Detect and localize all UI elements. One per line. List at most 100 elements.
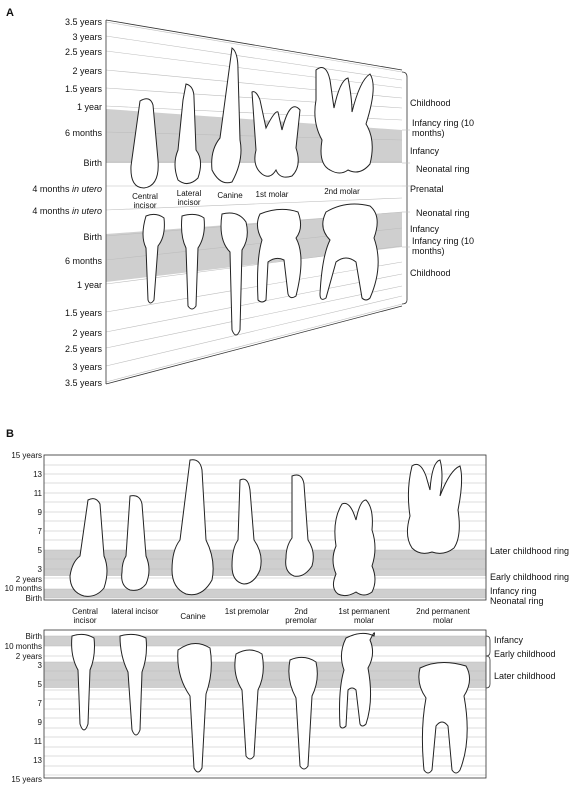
panel-a-lower-ticks: 4 months in utero Birth 6 months 1 year … xyxy=(32,206,102,388)
later-childhood-band-lower xyxy=(44,662,486,688)
panel-b-right-labels-lower: Infancy Early childhood Later childhood xyxy=(494,635,556,681)
tooth-name: 2nd molar xyxy=(324,187,360,196)
tick-label: 9 xyxy=(38,718,43,727)
lower-lateral-incisor-icon xyxy=(119,633,147,736)
panel-a-bracket xyxy=(401,71,408,305)
ring-label: Infancy ring xyxy=(490,586,537,596)
upper-first-premolar-icon xyxy=(231,478,262,585)
upper-first-molar-icon xyxy=(251,91,301,178)
upper-second-premolar-icon xyxy=(285,474,314,577)
tick-label: 6 months xyxy=(65,256,103,266)
tick-label: Birth xyxy=(26,594,42,603)
panel-a-tooth-names: Central incisor Lateral incisor Canine 1… xyxy=(132,187,360,210)
stage-label: Prenatal xyxy=(410,184,444,194)
tick-label: Birth xyxy=(83,232,102,242)
panel-b-label: B xyxy=(6,428,14,440)
tick-label: 10 months xyxy=(5,584,42,593)
tick-label: 9 xyxy=(38,508,43,517)
tick-label: 7 xyxy=(38,527,43,536)
panel-b: B 15 ye xyxy=(5,428,569,784)
lower-second-premolar-icon xyxy=(288,656,318,770)
lower-central-incisor-icon xyxy=(142,213,165,304)
tick-label: Birth xyxy=(83,158,102,168)
tick-label-in-utero: 4 months in utero xyxy=(32,184,102,194)
tooth-name: 1st molar xyxy=(256,190,289,199)
tick-label: 13 xyxy=(33,756,42,765)
tick-label: 13 xyxy=(33,470,42,479)
tick-label: 3 years xyxy=(72,32,102,42)
tick-label: 15 years xyxy=(11,451,42,460)
stage-label: Infancy xyxy=(494,635,524,645)
lower-second-molar-icon xyxy=(319,203,379,301)
tick-label: 11 xyxy=(34,737,43,746)
panel-a: A xyxy=(6,7,475,388)
infancy-band-lower xyxy=(44,636,486,646)
upper-lateral-incisor-icon xyxy=(121,495,150,591)
upper-first-molar-icon xyxy=(332,499,376,597)
tick-label: 2 years xyxy=(16,652,42,661)
tooth-name: Canine xyxy=(217,191,243,200)
stage-label: Infancy xyxy=(410,224,440,234)
tooth-name: 2nd permanent molar xyxy=(416,607,470,625)
lower-canine-icon xyxy=(177,643,212,773)
panel-b-lower-ticks: Birth 10 months 2 years 3 5 7 9 11 13 15… xyxy=(5,632,43,784)
panel-b-tooth-names: Central incisor lateral incisor Canine 1… xyxy=(72,607,470,625)
tick-label: 2 years xyxy=(16,575,42,584)
tick-label: 3 xyxy=(38,661,43,670)
tooth-name: 1st permanent molar xyxy=(338,607,390,625)
lower-central-incisor-icon xyxy=(71,633,95,731)
tick-label: 2 years xyxy=(72,328,102,338)
panel-a-label: A xyxy=(6,7,14,19)
tick-label: 5 xyxy=(38,546,43,555)
tooth-name: 2nd premolar xyxy=(285,607,317,625)
tick-label: 1 year xyxy=(77,102,102,112)
tooth-name: lateral incisor xyxy=(111,607,159,616)
stage-label: Infancy ring (10 months) xyxy=(412,236,475,256)
panel-a-right-labels: Childhood Infancy ring (10 months) Infan… xyxy=(410,98,475,278)
lower-lateral-incisor-icon xyxy=(181,213,205,310)
upper-canine-icon xyxy=(171,459,214,596)
stage-label: Neonatal ring xyxy=(416,208,470,218)
tick-label: 3 years xyxy=(72,362,102,372)
lower-canine-icon xyxy=(220,212,248,336)
tick-label: 1.5 years xyxy=(65,84,103,94)
tick-label: 5 xyxy=(38,680,43,689)
upper-central-incisor-icon xyxy=(69,498,108,597)
panel-a-top-edge xyxy=(105,19,403,71)
panel-b-grid xyxy=(44,454,486,776)
panel-a-bracket-ticks xyxy=(402,129,410,248)
lower-first-molar-icon xyxy=(256,208,302,303)
stage-label: Later childhood xyxy=(494,671,556,681)
panel-b-upper-teeth xyxy=(69,459,463,597)
tick-label: 1 year xyxy=(77,280,102,290)
tooth-name: Central incisor xyxy=(132,192,158,210)
stage-label: Neonatal ring xyxy=(416,164,470,174)
ring-label: Early childhood ring xyxy=(490,572,569,582)
tick-label: 3 xyxy=(38,565,43,574)
tick-label: 6 months xyxy=(65,128,103,138)
panel-a-bottom-edge xyxy=(105,305,403,385)
upper-second-molar-icon xyxy=(314,67,374,174)
later-childhood-band-upper xyxy=(44,550,486,576)
tooth-name: 1st premolar xyxy=(224,607,270,616)
upper-central-incisor-icon xyxy=(130,98,159,189)
tick-label: 7 xyxy=(38,699,43,708)
tick-label: Birth xyxy=(26,632,42,641)
tick-label: 2.5 years xyxy=(65,344,103,354)
stage-label: Childhood xyxy=(410,268,451,278)
tick-label-in-utero: 4 months in utero xyxy=(32,206,102,216)
tooth-name: Lateral incisor xyxy=(176,189,202,207)
panel-b-upper-frame xyxy=(43,454,487,601)
tick-label: 15 years xyxy=(11,775,42,784)
panel-a-upper-ticks: 3.5 years 3 years 2.5 years 2 years 1.5 … xyxy=(32,17,102,194)
upper-lateral-incisor-icon xyxy=(174,83,202,184)
panel-b-lower-teeth xyxy=(71,632,470,774)
panel-b-upper-ticks: 15 years 13 11 9 7 5 3 2 years 10 months… xyxy=(5,451,43,603)
tick-label: 2 years xyxy=(72,66,102,76)
tooth-name: Central incisor xyxy=(72,607,98,625)
tick-label: 1.5 years xyxy=(65,308,103,318)
lower-first-molar-icon xyxy=(339,632,375,729)
infancy-band-upper xyxy=(44,589,486,598)
tick-label: 3.5 years xyxy=(65,378,103,388)
